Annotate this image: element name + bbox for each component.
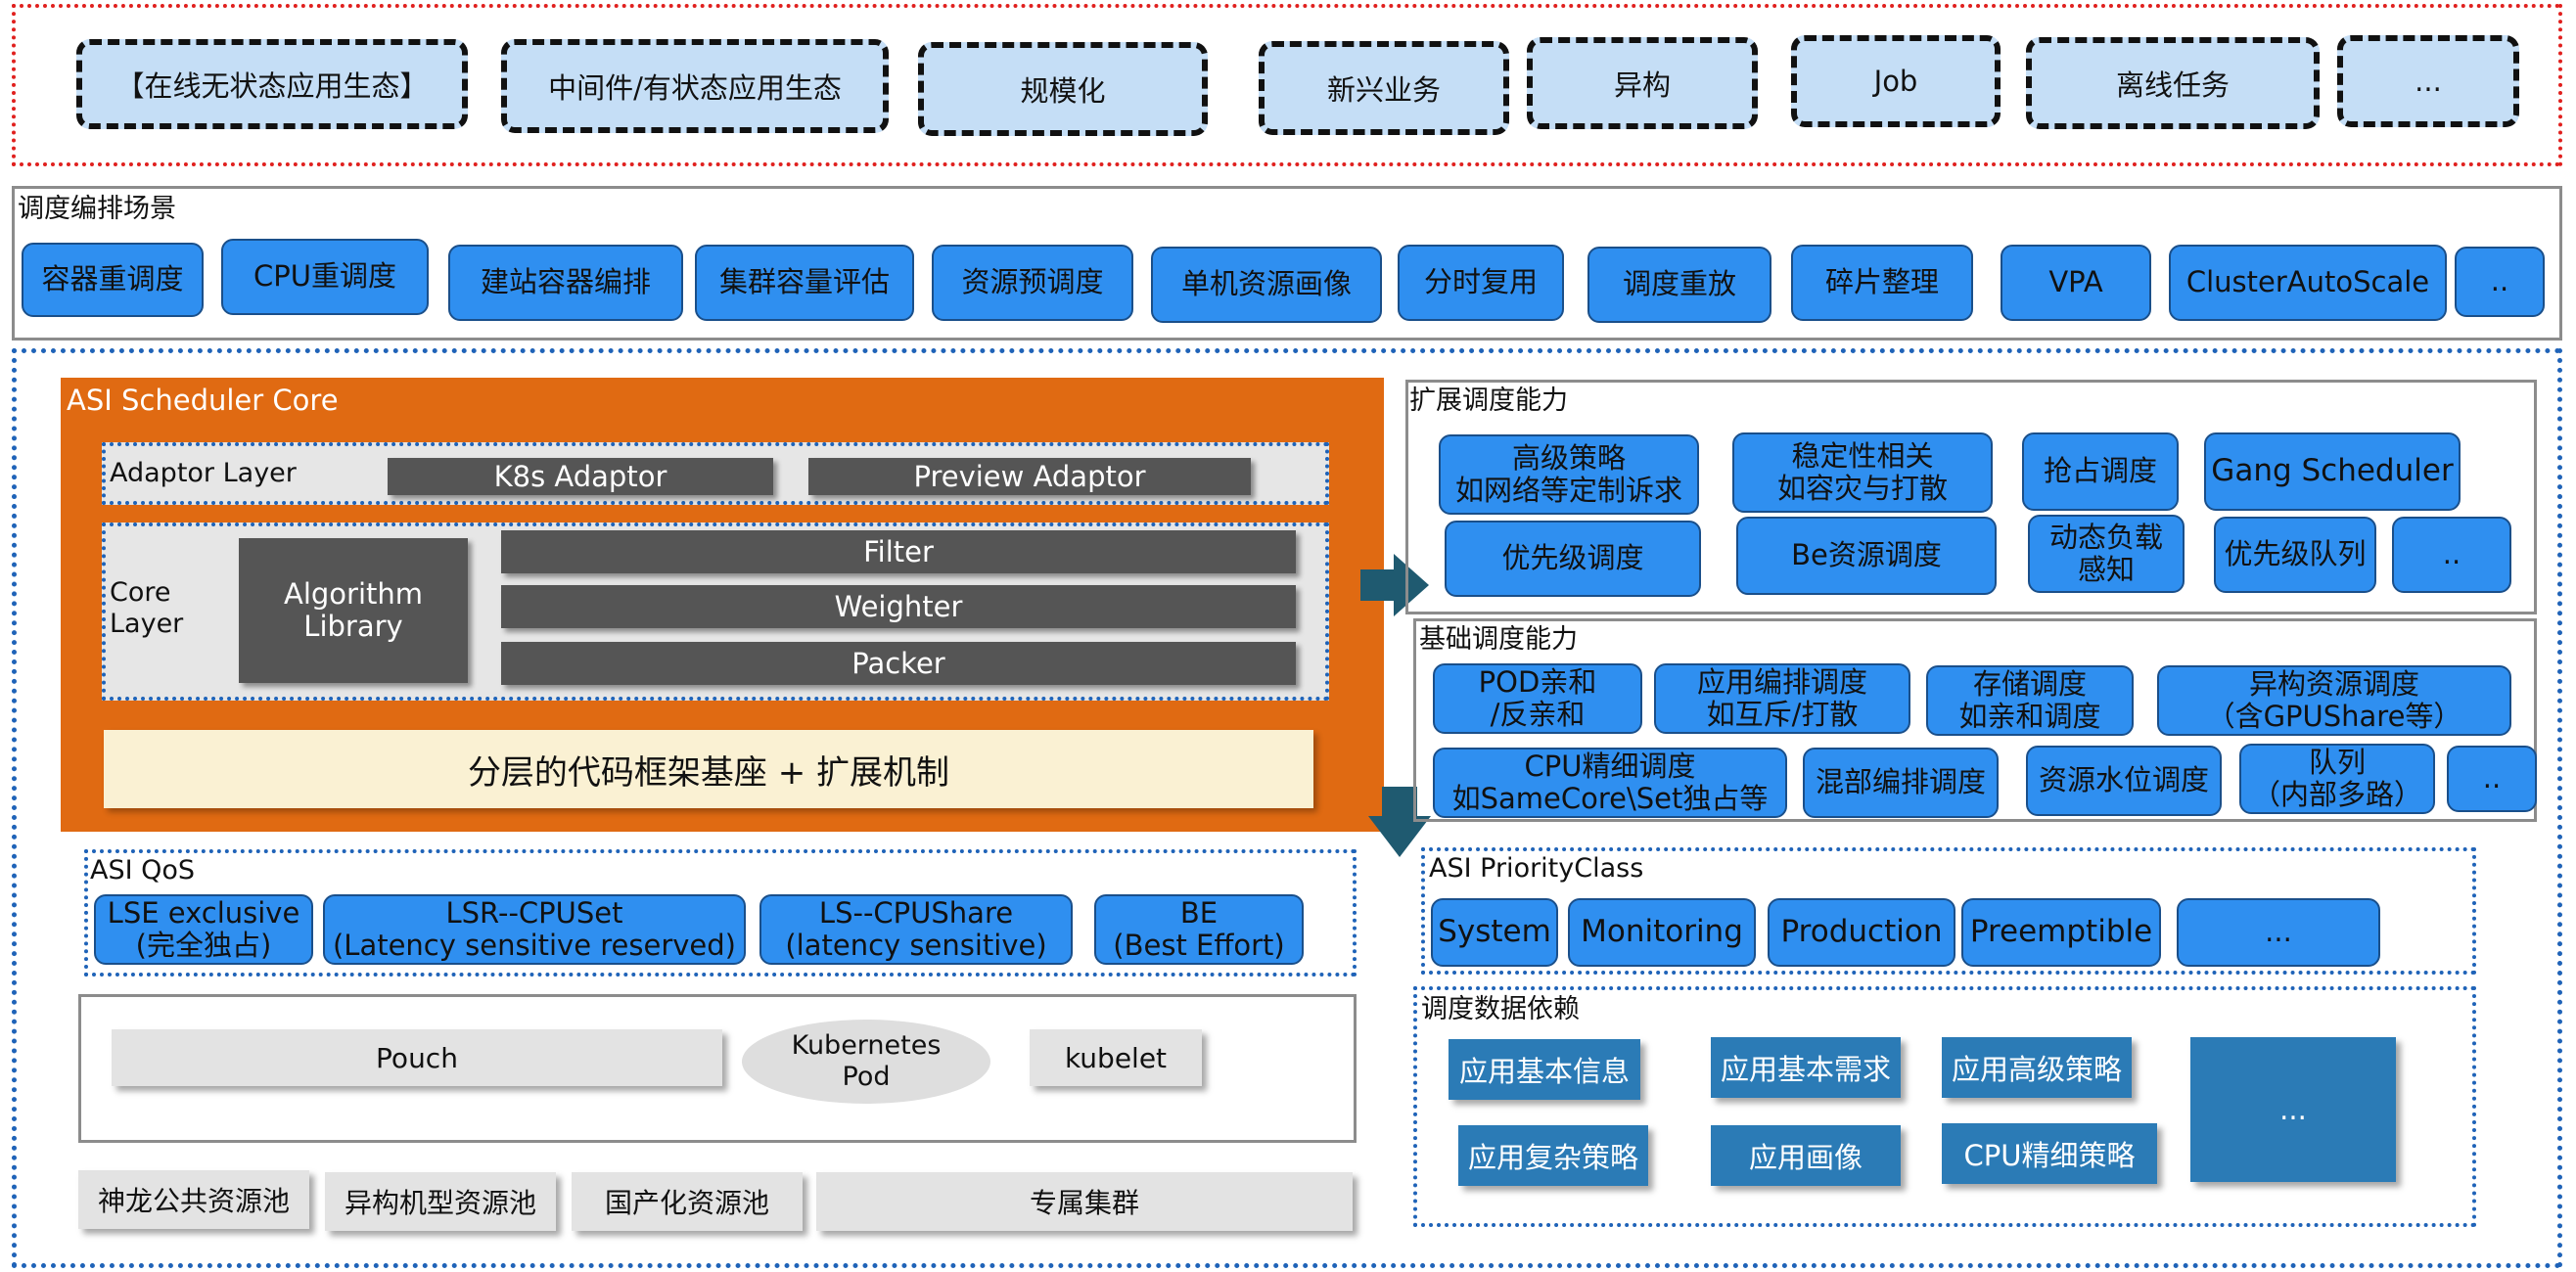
basic-watermark[interactable]: 资源水位调度 bbox=[2026, 746, 2222, 816]
adaptor-layer-label: Adaptor Layer bbox=[110, 458, 297, 488]
pool-domestic[interactable]: 国产化资源池 bbox=[572, 1172, 803, 1231]
ext-dynamic-load[interactable]: 动态负载 感知 bbox=[2028, 515, 2185, 593]
eco-heterogeneous[interactable]: 异构 bbox=[1527, 37, 1758, 129]
ext-more[interactable]: .. bbox=[2392, 517, 2511, 593]
eco-scale[interactable]: 规模化 bbox=[918, 42, 1208, 136]
kubelet-bar[interactable]: kubelet bbox=[1030, 1029, 1202, 1086]
basic-storage[interactable]: 存储调度 如亲和调度 bbox=[1926, 665, 2134, 736]
basic-pod-affinity[interactable]: POD亲和 /反亲和 bbox=[1433, 663, 1642, 734]
basic-cpu-fine[interactable]: CPU精细调度 如SameCore\Set独占等 bbox=[1433, 748, 1787, 818]
eco-online-stateless[interactable]: 【在线无状态应用生态】 bbox=[76, 39, 468, 129]
priority-monitoring[interactable]: Monitoring bbox=[1568, 898, 1756, 967]
dep-more[interactable]: ... bbox=[2190, 1037, 2396, 1182]
dep-app-complex-policy[interactable]: 应用复杂策略 bbox=[1458, 1125, 1648, 1186]
k8s-adaptor[interactable]: K8s Adaptor bbox=[388, 458, 773, 495]
algorithm-library[interactable]: Algorithm Library bbox=[239, 538, 468, 683]
scenario-title: 调度编排场景 bbox=[18, 194, 176, 224]
basic-frame bbox=[1413, 618, 2537, 822]
filter-stage[interactable]: Filter bbox=[501, 530, 1296, 573]
scheduler-core-title: ASI Scheduler Core bbox=[67, 384, 339, 417]
weighter-stage[interactable]: Weighter bbox=[501, 585, 1296, 628]
basic-app-orchestration[interactable]: 应用编排调度 如互斥/打散 bbox=[1654, 663, 1910, 734]
preview-adaptor[interactable]: Preview Adaptor bbox=[808, 458, 1251, 495]
qos-frame bbox=[84, 849, 1357, 977]
basic-queue[interactable]: 队列 （内部多路） bbox=[2239, 744, 2435, 814]
scheduler-frame bbox=[12, 348, 2562, 1268]
eco-middleware[interactable]: 中间件/有状态应用生态 bbox=[501, 39, 889, 133]
deps-title: 调度数据依赖 bbox=[1421, 994, 1580, 1024]
deps-frame bbox=[1413, 986, 2476, 1227]
scenario-replay[interactable]: 调度重放 bbox=[1587, 247, 1771, 323]
qos-lse[interactable]: LSE exclusive (完全独占) bbox=[94, 894, 313, 965]
ext-priority-queue[interactable]: 优先级队列 bbox=[2214, 517, 2376, 593]
scenario-node-profile[interactable]: 单机资源画像 bbox=[1151, 247, 1382, 323]
pool-dedicated[interactable]: 专属集群 bbox=[816, 1172, 1353, 1231]
priority-title: ASI PriorityClass bbox=[1429, 853, 1644, 884]
dep-app-basic-info[interactable]: 应用基本信息 bbox=[1449, 1039, 1640, 1100]
dep-cpu-fine-policy[interactable]: CPU精细策略 bbox=[1942, 1123, 2157, 1184]
qos-be[interactable]: BE (Best Effort) bbox=[1094, 894, 1304, 965]
pool-shenlong[interactable]: 神龙公共资源池 bbox=[78, 1170, 309, 1229]
eco-more[interactable]: ... bbox=[2337, 35, 2519, 127]
scenario-frame bbox=[12, 186, 2562, 341]
qos-ls[interactable]: LS--CPUShare (latency sensitive) bbox=[759, 894, 1073, 965]
ext-stability[interactable]: 稳定性相关 如容灾与打散 bbox=[1732, 432, 1993, 513]
extended-frame bbox=[1405, 380, 2537, 614]
kubernetes-pod[interactable]: Kubernetes Pod bbox=[742, 1020, 990, 1104]
core-layer-label: Core Layer bbox=[110, 577, 184, 640]
node-frame bbox=[78, 994, 1357, 1143]
ext-be-resource[interactable]: Be资源调度 bbox=[1736, 517, 1997, 595]
basic-colocation[interactable]: 混部编排调度 bbox=[1803, 748, 1999, 818]
priority-production[interactable]: Production bbox=[1768, 898, 1955, 967]
scenario-pre-schedule[interactable]: 资源预调度 bbox=[932, 245, 1133, 321]
eco-emerging[interactable]: 新兴业务 bbox=[1259, 41, 1509, 135]
packer-stage[interactable]: Packer bbox=[501, 642, 1296, 685]
basic-more[interactable]: .. bbox=[2447, 746, 2537, 812]
qos-lsr[interactable]: LSR--CPUSet (Latency sensitive reserved) bbox=[323, 894, 746, 965]
eco-offline[interactable]: 离线任务 bbox=[2026, 37, 2320, 129]
basic-heterogeneous[interactable]: 异构资源调度 （含GPUShare等） bbox=[2157, 665, 2511, 736]
basic-title: 基础调度能力 bbox=[1419, 624, 1578, 655]
ext-advanced-policy[interactable]: 高级策略 如网络等定制诉求 bbox=[1439, 434, 1699, 515]
scenario-site-orchestration[interactable]: 建站容器编排 bbox=[448, 245, 683, 321]
ext-gang-scheduler[interactable]: Gang Scheduler bbox=[2204, 432, 2461, 511]
scenario-defragment[interactable]: 碎片整理 bbox=[1791, 245, 1973, 321]
right-arrow-icon bbox=[1360, 554, 1431, 616]
scenario-capacity-evaluation[interactable]: 集群容量评估 bbox=[695, 245, 914, 321]
scenario-vpa[interactable]: VPA bbox=[2001, 245, 2151, 321]
dep-app-advanced-policy[interactable]: 应用高级策略 bbox=[1942, 1037, 2132, 1098]
dep-app-profile[interactable]: 应用画像 bbox=[1711, 1125, 1901, 1186]
priority-system[interactable]: System bbox=[1431, 898, 1558, 967]
ext-preemption[interactable]: 抢占调度 bbox=[2022, 432, 2179, 511]
qos-title: ASI QoS bbox=[90, 855, 196, 886]
scenario-more[interactable]: .. bbox=[2455, 247, 2545, 317]
pouch-bar[interactable]: Pouch bbox=[112, 1029, 722, 1086]
priority-frame bbox=[1421, 847, 2476, 975]
ecosystem-frame bbox=[12, 4, 2562, 166]
scenario-container-reschedule[interactable]: 容器重调度 bbox=[22, 243, 204, 317]
extended-title: 扩展调度能力 bbox=[1409, 386, 1568, 416]
scenario-cluster-autoscale[interactable]: ClusterAutoScale bbox=[2169, 245, 2447, 321]
scenario-cpu-reschedule[interactable]: CPU重调度 bbox=[221, 239, 429, 315]
dep-app-basic-needs[interactable]: 应用基本需求 bbox=[1711, 1037, 1901, 1098]
priority-more[interactable]: ... bbox=[2177, 898, 2380, 967]
eco-job[interactable]: Job bbox=[1791, 35, 2001, 127]
framework-base: 分层的代码框架基座 + 扩展机制 bbox=[104, 730, 1313, 808]
priority-preemptible[interactable]: Preemptible bbox=[1961, 898, 2161, 967]
pool-heterogeneous[interactable]: 异构机型资源池 bbox=[325, 1172, 556, 1231]
scenario-time-sharing[interactable]: 分时复用 bbox=[1398, 245, 1564, 321]
ext-priority-schedule[interactable]: 优先级调度 bbox=[1445, 521, 1701, 597]
